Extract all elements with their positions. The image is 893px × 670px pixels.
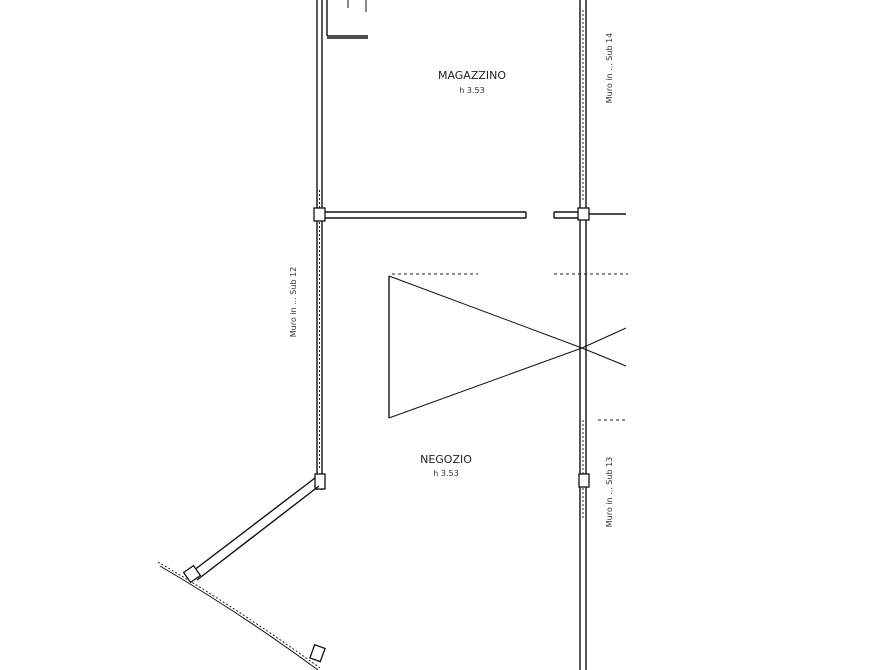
pillar-left-junction	[313, 207, 326, 222]
wall-note-right-lower: Muro in ... Sub 13	[605, 457, 614, 527]
right-wall	[579, 0, 587, 670]
wall-note-right-upper: Muro in ... Sub 14	[605, 33, 614, 103]
pillar-front	[309, 643, 326, 663]
partition-wall	[322, 211, 626, 219]
room-label-magazzino: MAGAZZINO	[438, 69, 506, 82]
wall-note-left: Muro in ... Sub 12	[289, 267, 298, 337]
room-height-negozio: h 3.53	[433, 469, 458, 478]
void-symbol	[388, 275, 627, 419]
diagonal-entrance-wall	[182, 477, 320, 584]
pillar-right-junction	[577, 207, 590, 221]
pillar-left-lower	[314, 473, 326, 490]
overhead-dashed-lines	[392, 273, 628, 421]
left-wall	[316, 0, 323, 490]
room-label-negozio: NEGOZIO	[420, 453, 472, 466]
room-height-magazzino: h 3.53	[459, 86, 484, 95]
pillar-entrance	[182, 564, 202, 584]
curved-front	[157, 561, 326, 670]
top-left-alcove	[321, 0, 368, 39]
pillar-right-lower	[578, 473, 590, 488]
